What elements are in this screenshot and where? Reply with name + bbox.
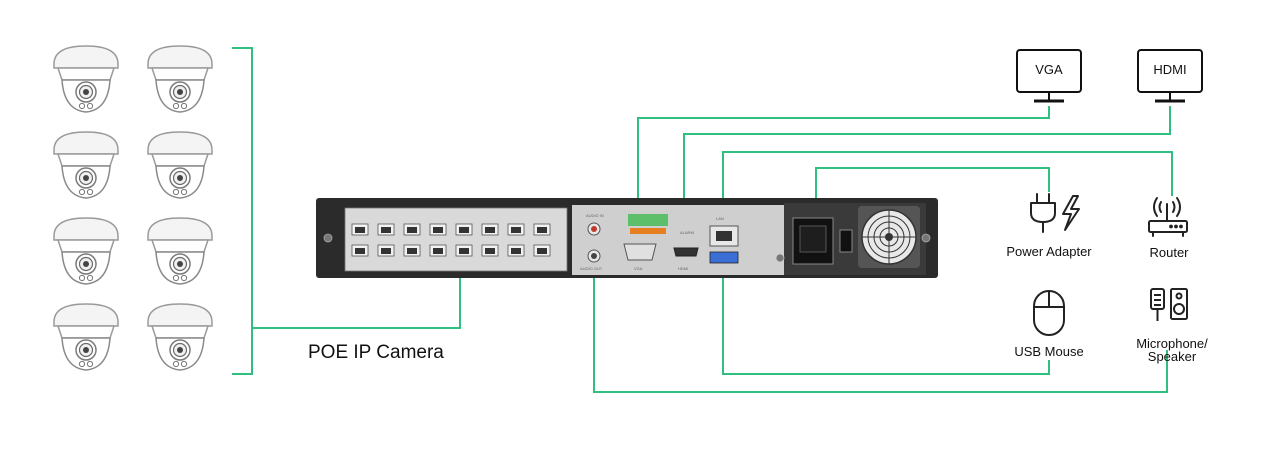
usb-port (709, 251, 739, 264)
power-plug-icon (1030, 193, 1080, 233)
poe-wire (252, 278, 461, 329)
camera-2-icon (147, 45, 213, 113)
mouse-icon (1033, 290, 1065, 336)
camera-6-icon (147, 217, 213, 285)
vga-wire (637, 106, 1050, 222)
alarm-label: ALARM (680, 230, 694, 235)
alarm-terminal (628, 214, 668, 234)
poe-port-panel (344, 207, 568, 272)
power-inlet (792, 217, 834, 265)
camera-grid (53, 45, 213, 371)
vga-monitor-label: VGA (1035, 62, 1063, 77)
usb-mouse-label: USB Mouse (1014, 344, 1084, 359)
audio-in-port (587, 222, 601, 236)
lan-port (709, 225, 739, 247)
hdmi-wire (683, 106, 1171, 224)
camera-5-icon (53, 217, 119, 285)
audio-wire (593, 272, 1168, 393)
audio-out-port (587, 249, 601, 263)
hdmi-monitor-icon (1137, 49, 1203, 103)
cooling-fan (858, 206, 920, 268)
vga-label: VGA (634, 266, 643, 271)
router-label: Router (1149, 245, 1189, 260)
router-icon (1148, 197, 1188, 237)
camera-1-icon (53, 45, 119, 113)
nvr-recorder: AUDIO IN AUDIO OUT ALARM VGA HDMI LAN (316, 198, 938, 278)
audio-out-label: AUDIO OUT (580, 266, 603, 271)
power-adapter-label: Power Adapter (1006, 244, 1092, 259)
hdmi-label: HDMI (678, 266, 688, 271)
camera-7-icon (53, 303, 119, 371)
mic-speaker-icon (1150, 288, 1188, 321)
camera-3-icon (53, 131, 119, 199)
ground-screw (775, 253, 785, 263)
mic-speaker-label-line2: Speaker (1147, 349, 1197, 364)
audio-in-label: AUDIO IN (586, 213, 604, 218)
mic-speaker-label: Microphone/ Speaker (1117, 337, 1227, 363)
power-wire (815, 167, 1050, 210)
power-switch (839, 229, 853, 253)
hdmi-monitor-label: HDMI (1153, 62, 1187, 77)
hdmi-port (673, 247, 699, 257)
camera-bracket-wire (232, 47, 253, 375)
mic-speaker-label-line1: Microphone/ (1136, 336, 1208, 351)
camera-4-icon (147, 131, 213, 199)
lan-label: LAN (716, 216, 724, 221)
vga-port (623, 243, 657, 261)
io-panel (572, 205, 784, 275)
camera-8-icon (147, 303, 213, 371)
vga-monitor-icon (1016, 49, 1082, 103)
poe-camera-label: POE IP Camera (308, 342, 444, 363)
